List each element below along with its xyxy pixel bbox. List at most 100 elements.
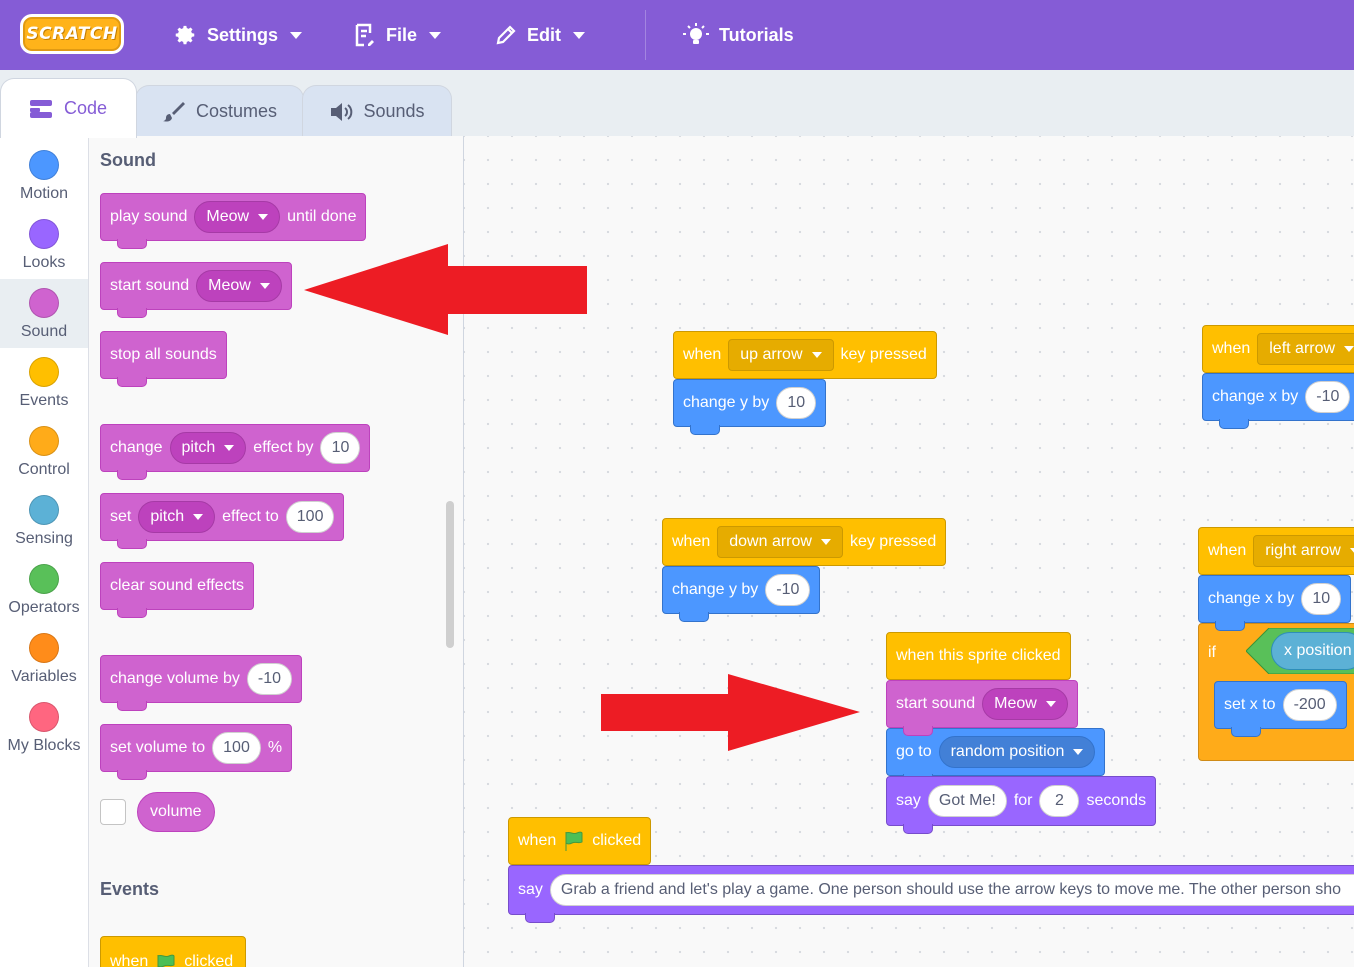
set-volume-block[interactable]: set volume to 100 % xyxy=(100,724,293,780)
position-dropdown[interactable]: random position xyxy=(938,736,1096,768)
settings-menu[interactable]: Settings xyxy=(175,0,303,70)
palette-scrollbar[interactable] xyxy=(446,501,454,648)
scratch-logo[interactable]: SCRATCH xyxy=(20,14,124,54)
red-arrow-right xyxy=(601,674,860,751)
x-value-input[interactable]: 10 xyxy=(1301,583,1342,615)
key-dropdown[interactable]: right arrow xyxy=(1253,535,1354,567)
x-value-input[interactable]: -200 xyxy=(1282,689,1337,721)
gear-icon xyxy=(175,25,195,45)
when-flag-clicked-block[interactable]: when clicked xyxy=(100,915,246,967)
start-sound-block[interactable]: start sound Meow xyxy=(100,262,292,318)
seconds-input[interactable]: 2 xyxy=(1039,785,1080,817)
green-flag-icon xyxy=(157,954,175,967)
menu-divider xyxy=(645,10,646,60)
change-x-block[interactable]: change x by 10 xyxy=(1198,575,1352,631)
category-events[interactable]: Events xyxy=(0,348,88,417)
say-block[interactable]: say Grab a friend and let's play a game.… xyxy=(508,865,1354,923)
category-variables[interactable]: Variables xyxy=(0,624,88,693)
code-workspace[interactable]: when up arrow key pressed change y by 10… xyxy=(464,136,1354,967)
when-down-key-pressed-hat[interactable]: when down arrow key pressed xyxy=(662,497,947,566)
key-dropdown[interactable]: up arrow xyxy=(728,339,834,371)
category-control[interactable]: Control xyxy=(0,417,88,486)
say-text-input[interactable]: Got Me! xyxy=(927,785,1007,817)
volume-monitor-checkbox[interactable] xyxy=(100,799,126,825)
sound-dropdown[interactable]: Meow xyxy=(194,201,281,233)
change-effect-block[interactable]: change pitch effect by 10 xyxy=(100,424,371,480)
play-sound-until-done-block[interactable]: play sound Meow until done xyxy=(100,193,367,249)
variables-dot xyxy=(29,633,59,663)
chevron-down-icon xyxy=(290,31,303,39)
events-heading: Events xyxy=(100,879,160,899)
category-looks[interactable]: Looks xyxy=(0,210,88,279)
stop-all-sounds-block[interactable]: stop all sounds xyxy=(100,331,227,387)
chevron-down-icon xyxy=(573,31,585,39)
clear-sound-effects-block[interactable]: clear sound effects xyxy=(100,562,255,618)
tab-costumes[interactable]: Costumes xyxy=(135,85,304,137)
when-left-key-pressed-hat[interactable]: when left arrow xyxy=(1202,304,1354,373)
change-x-block[interactable]: change x by -10 xyxy=(1202,373,1354,429)
lightbulb-icon xyxy=(683,23,709,44)
change-y-block[interactable]: change y by 10 xyxy=(673,379,827,435)
when-flag-clicked-hat[interactable]: when clicked xyxy=(508,796,652,865)
key-dropdown[interactable]: left arrow xyxy=(1257,333,1354,365)
file-icon xyxy=(355,23,374,47)
when-sprite-clicked-hat[interactable]: when this sprite clicked xyxy=(886,611,1071,680)
set-effect-block[interactable]: set pitch effect to 100 xyxy=(100,493,345,549)
change-volume-block[interactable]: change volume by -10 xyxy=(100,655,302,711)
edit-menu[interactable]: Edit xyxy=(495,0,585,70)
my-blocks-dot xyxy=(29,702,59,732)
sound-dot xyxy=(29,288,59,318)
volume-reporter[interactable]: volume xyxy=(137,792,215,832)
tab-sounds-label: Sounds xyxy=(363,101,425,121)
paintbrush-icon xyxy=(162,101,185,122)
tab-code-label: Code xyxy=(63,98,108,118)
tutorials-menu[interactable]: Tutorials xyxy=(683,0,794,70)
effect-value-input[interactable]: 100 xyxy=(285,501,335,533)
sensing-dot xyxy=(29,495,59,525)
tab-sounds[interactable]: Sounds xyxy=(302,85,452,137)
control-dot xyxy=(29,426,59,456)
tab-costumes-label: Costumes xyxy=(195,101,278,121)
when-right-key-pressed-hat[interactable]: when right arrow xyxy=(1198,506,1354,575)
pencil-icon xyxy=(496,25,516,45)
green-flag-icon xyxy=(565,831,583,851)
y-value-input[interactable]: 10 xyxy=(776,387,817,419)
looks-dot xyxy=(29,219,59,249)
set-x-block[interactable]: set x to -200 xyxy=(1214,681,1347,737)
chevron-down-icon xyxy=(429,31,442,39)
y-value-input[interactable]: -10 xyxy=(765,574,811,606)
x-value-input[interactable]: -10 xyxy=(1305,381,1351,413)
category-operators[interactable]: Operators xyxy=(0,555,88,624)
effect-dropdown[interactable]: pitch xyxy=(169,432,247,464)
go-to-block[interactable]: go to random position xyxy=(886,728,1106,784)
speaker-icon xyxy=(331,102,353,121)
key-dropdown[interactable]: down arrow xyxy=(717,526,843,558)
x-position-reporter[interactable]: x position xyxy=(1271,632,1354,670)
tab-code[interactable]: Code xyxy=(0,78,137,138)
effect-dropdown[interactable]: pitch xyxy=(138,501,216,533)
red-arrow-left xyxy=(304,244,587,335)
category-motion[interactable]: Motion xyxy=(0,141,88,210)
file-menu[interactable]: File xyxy=(354,0,442,70)
say-text-input[interactable]: Grab a friend and let's play a game. One… xyxy=(549,874,1354,906)
motion-dot xyxy=(29,150,59,180)
edit-label: Edit xyxy=(527,24,561,45)
volume-value-input[interactable]: 100 xyxy=(212,732,261,764)
code-blocks-icon xyxy=(29,99,52,118)
volume-value-input[interactable]: -10 xyxy=(246,663,292,695)
when-up-key-pressed-hat[interactable]: when up arrow key pressed xyxy=(673,310,937,379)
category-sound[interactable]: Sound xyxy=(0,279,88,348)
category-sensing[interactable]: Sensing xyxy=(0,486,88,555)
sound-dropdown[interactable]: Meow xyxy=(196,270,282,302)
menu-bar: SCRATCH Settings File Edit Tutorials xyxy=(0,0,1354,70)
sound-dropdown[interactable]: Meow xyxy=(982,688,1068,720)
say-for-seconds-block[interactable]: say Got Me! for 2 seconds xyxy=(886,776,1157,834)
effect-value-input[interactable]: 10 xyxy=(320,432,361,464)
tutorials-label: Tutorials xyxy=(719,24,794,45)
operators-dot xyxy=(29,564,59,594)
category-menu: Motion Looks Sound Events Control Sensin… xyxy=(0,136,89,967)
start-sound-block[interactable]: start sound Meow xyxy=(886,680,1078,736)
events-dot xyxy=(29,357,59,387)
category-my-blocks[interactable]: My Blocks xyxy=(0,693,88,762)
change-y-block[interactable]: change y by -10 xyxy=(662,566,821,622)
